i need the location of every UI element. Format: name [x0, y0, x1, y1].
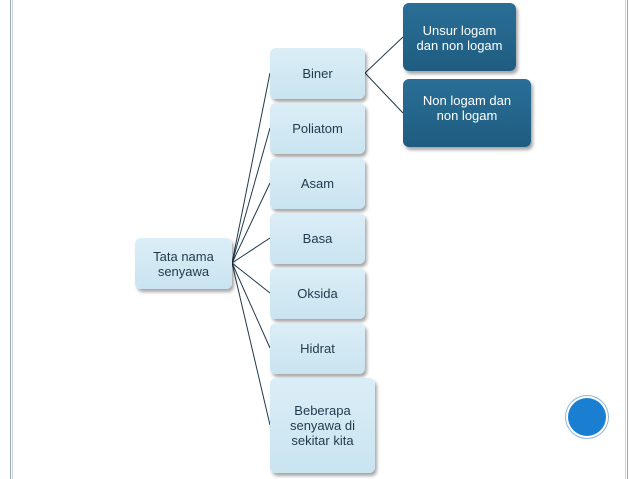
- node-unsur-logam-dan-non-logam: Unsur logam dan non logam: [403, 3, 516, 71]
- node-label: Asam: [300, 176, 335, 191]
- connector-root-basa: [231, 237, 271, 264]
- connector-root-asam: [231, 182, 271, 264]
- node-label: Oksida: [297, 286, 338, 301]
- node-non-logam-dan-non-logam: Non logam dan non logam: [403, 79, 531, 147]
- connector-root-biner: [231, 72, 271, 264]
- frame-left-rule-inner: [12, 0, 13, 479]
- frame-right-rule-inner: [625, 0, 626, 479]
- node-label: Poliatom: [292, 121, 343, 136]
- node-hidrat: Hidrat: [270, 323, 365, 374]
- frame-right-rule: [627, 0, 628, 479]
- connector-root-poliatom: [231, 127, 271, 264]
- connector-root-hidrat: [231, 262, 271, 349]
- node-label: Basa: [302, 231, 333, 246]
- node-oksida: Oksida: [270, 268, 365, 319]
- connector-root-oksida: [231, 262, 271, 294]
- node-label: Tata nama senyawa: [153, 248, 214, 279]
- node-label: Biner: [302, 66, 333, 81]
- node-beberapa-senyawa: Beberapa senyawa di sekitar kita: [270, 378, 375, 473]
- connector-biner-unsur: [364, 36, 404, 74]
- accent-circle-icon: [568, 398, 606, 436]
- node-asam: Asam: [270, 158, 365, 209]
- frame-left-rule: [10, 0, 11, 479]
- node-biner: Biner: [270, 48, 365, 99]
- connector-biner-nonlogam: [364, 72, 404, 114]
- node-label: Non logam dan non logam: [422, 93, 512, 123]
- node-label: Hidrat: [300, 341, 335, 356]
- node-label: Unsur logam dan non logam: [416, 23, 503, 53]
- node-label: Beberapa senyawa di sekitar kita: [289, 403, 356, 448]
- connector-root-beberapa: [231, 262, 271, 426]
- node-tata-nama-senyawa: Tata nama senyawa: [135, 238, 232, 289]
- node-basa: Basa: [270, 213, 365, 264]
- node-poliatom: Poliatom: [270, 103, 365, 154]
